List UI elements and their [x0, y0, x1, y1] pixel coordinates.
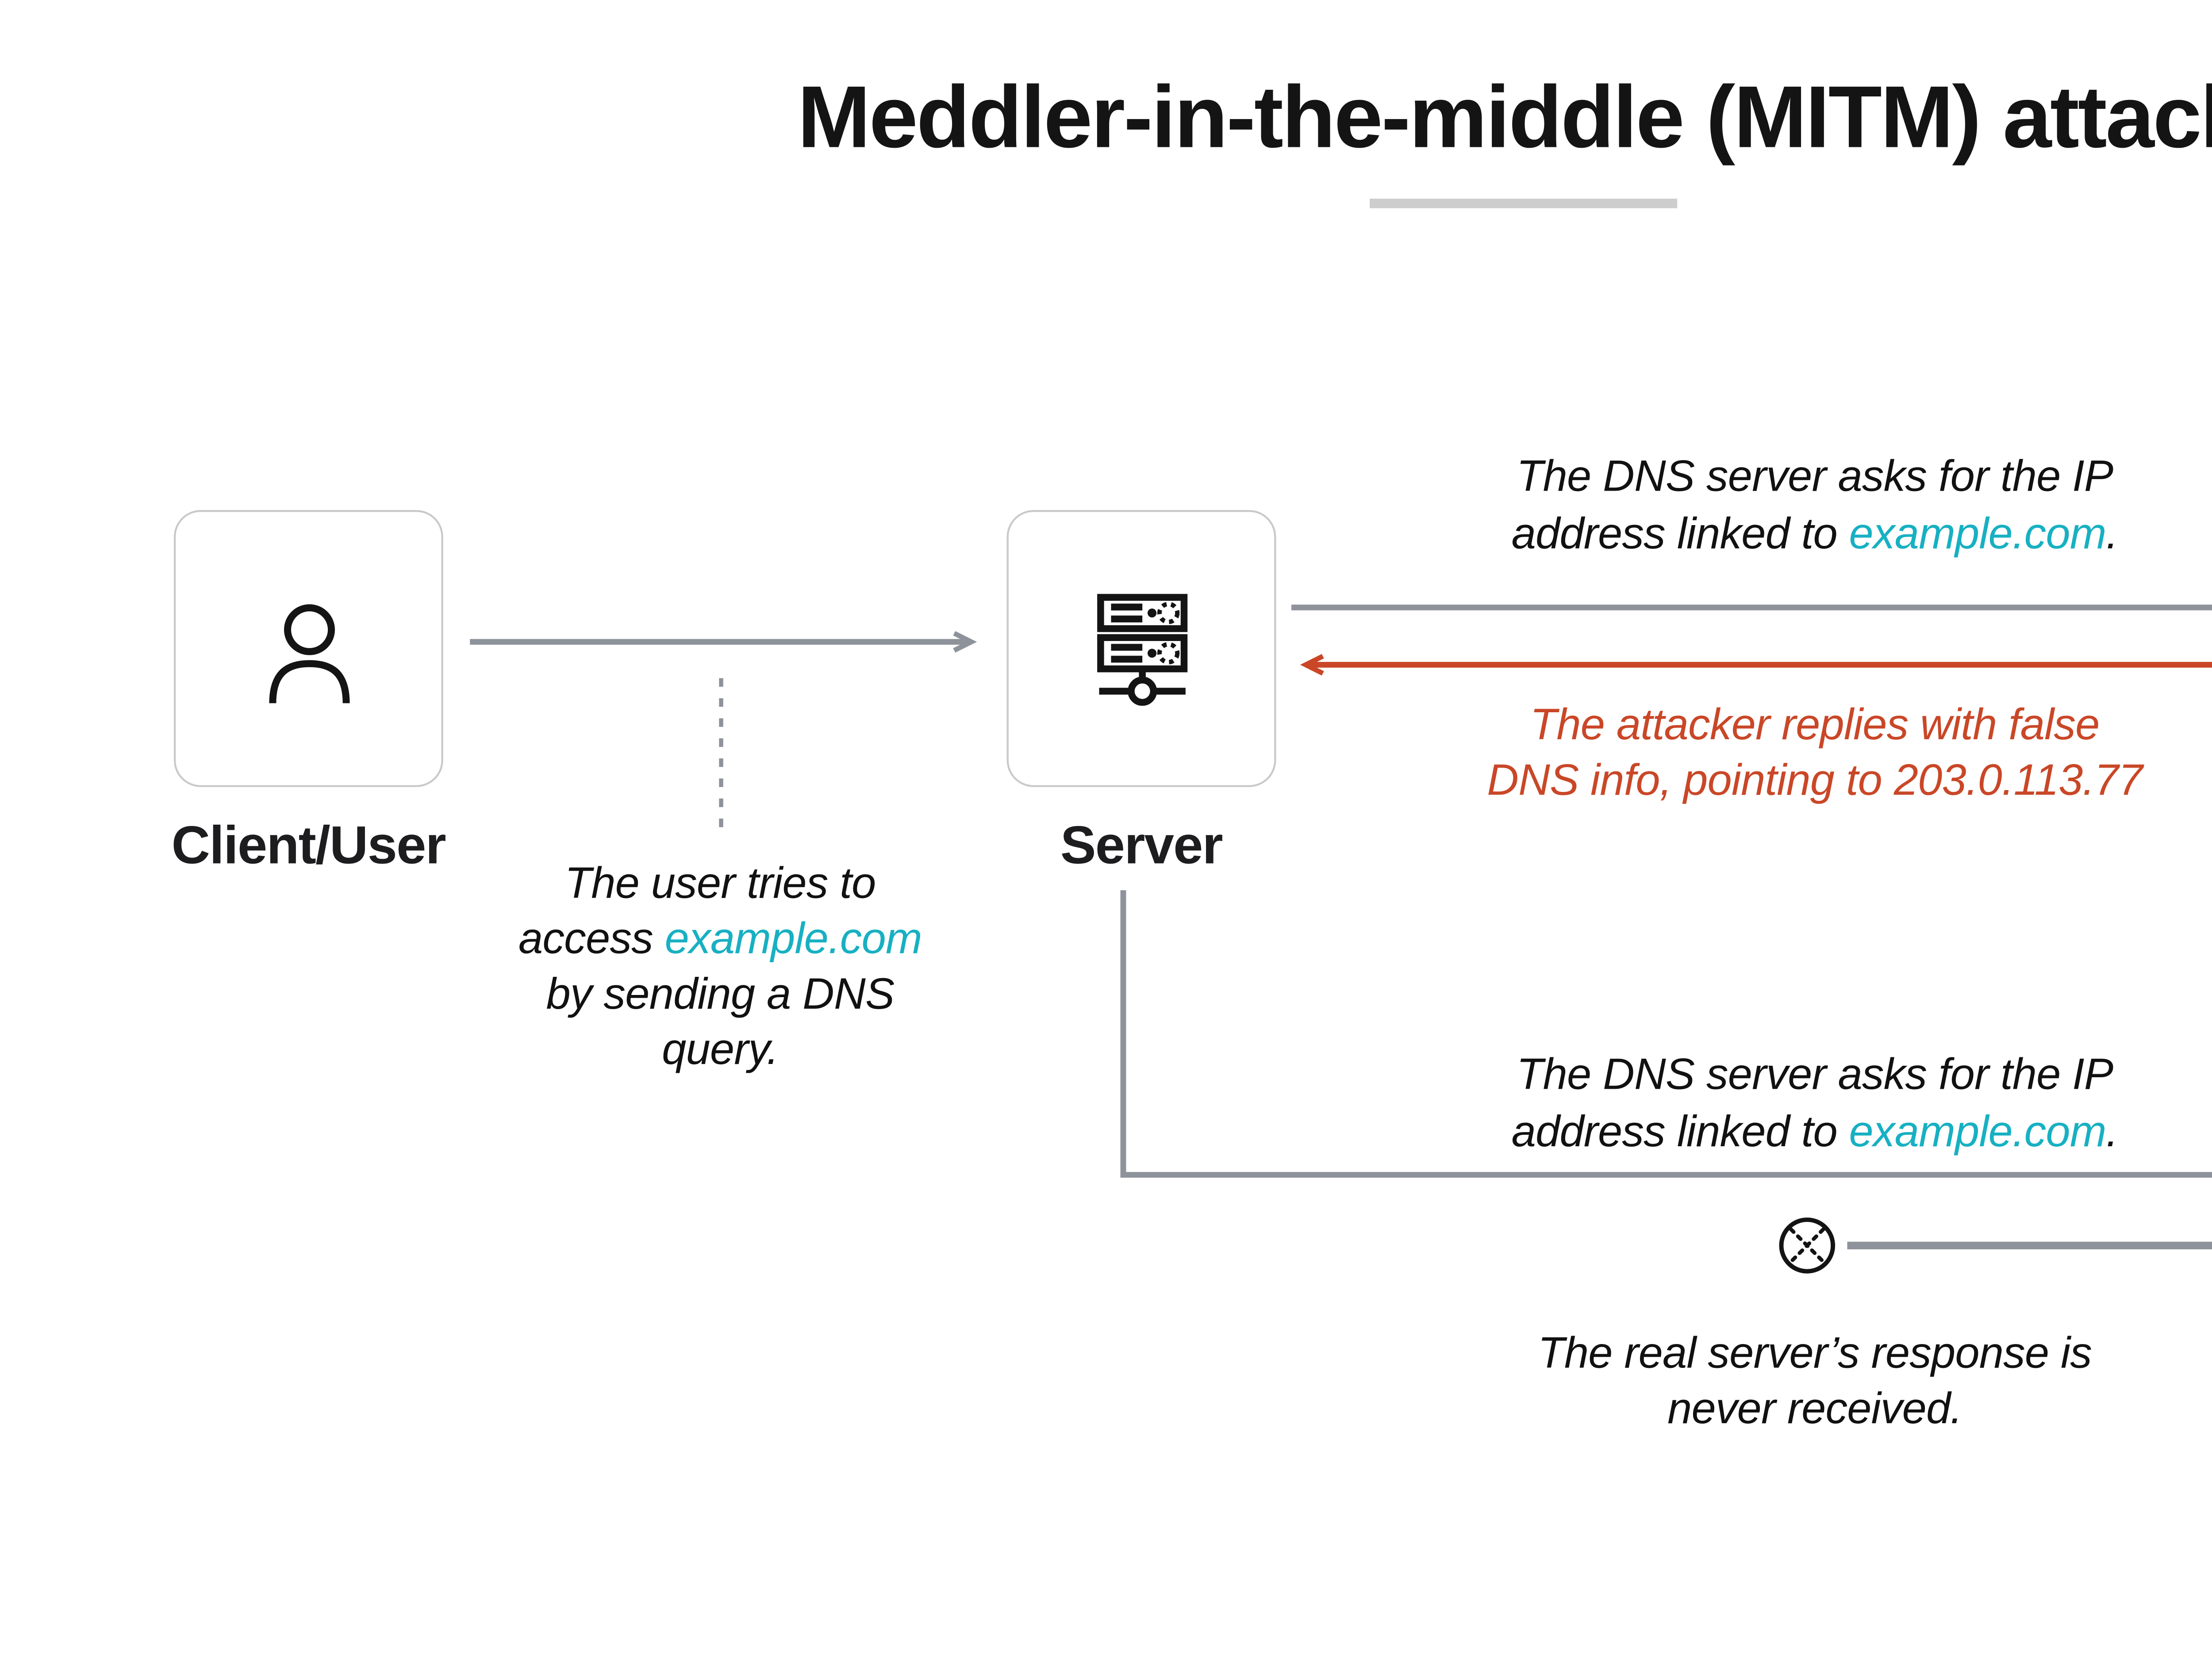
dns-ask-top-domain: example.com [1849, 508, 2107, 558]
user-icon [268, 603, 349, 703]
attacker-reply-line1: The attacker replies with false [1530, 699, 2100, 749]
dns-ask-top-line1: The DNS server asks for the IP [1516, 451, 2113, 501]
blocked-icon [1779, 1217, 1836, 1274]
user-query-line4: query. [662, 1024, 779, 1074]
attacker-reply-annotation: The attacker replies with false DNS info… [1461, 697, 2168, 808]
title-underline [1370, 199, 1678, 208]
blocked-response-line2: never received. [1667, 1383, 1962, 1433]
attacker-label: Meddler-in-the-middle [2187, 812, 2212, 873]
attacker-spoofed-site: Spoofed site: www.example.com [2149, 865, 2212, 915]
blocked-response-annotation: The real server’s response is never rece… [1461, 1326, 2168, 1436]
dns-ask-bottom-line1: The DNS server asks for the IP [1516, 1048, 2113, 1098]
dns-ask-top-line2-post: . [2106, 508, 2119, 558]
blocked-response-line1: The real server’s response is [1538, 1328, 2092, 1378]
server-node-box [1006, 510, 1276, 787]
server-icon [1096, 593, 1187, 705]
website-real-site: Real site: https://example.com [2149, 1440, 2212, 1490]
dns-ask-top-line2-pre: address linked to [1511, 508, 1849, 558]
attacker-ip-address: IP address: 203.0.113.77 [2149, 915, 2212, 964]
user-query-line1: The user tries to [565, 857, 876, 908]
website-label: Legitimate website [2187, 1381, 2212, 1442]
client-node-box [173, 510, 443, 787]
client-label: Client/User [171, 815, 446, 875]
website-ip-address: IP address: 198.51.100.42 [2149, 1492, 2212, 1541]
user-query-line2-pre: access [518, 913, 665, 963]
page-title: Meddler-in-the-middle (MITM) attack [797, 67, 2212, 166]
dns-ask-top-annotation: The DNS server asks for the IP address l… [1461, 447, 2168, 561]
dns-ask-bottom-line2-pre: address linked to [1511, 1106, 1849, 1156]
user-query-annotation: The user tries to access example.com by … [491, 856, 949, 1077]
user-query-line3: by sending a DNS [546, 968, 895, 1018]
dns-ask-bottom-annotation: The DNS server asks for the IP address l… [1461, 1045, 2168, 1160]
dns-ask-bottom-domain: example.com [1849, 1106, 2107, 1156]
server-label: Server [1060, 815, 1223, 875]
user-query-domain: example.com [664, 913, 922, 963]
dns-ask-bottom-line2-post: . [2106, 1106, 2119, 1156]
attacker-reply-line2: DNS info, pointing to 203.0.113.77 [1487, 754, 2143, 804]
